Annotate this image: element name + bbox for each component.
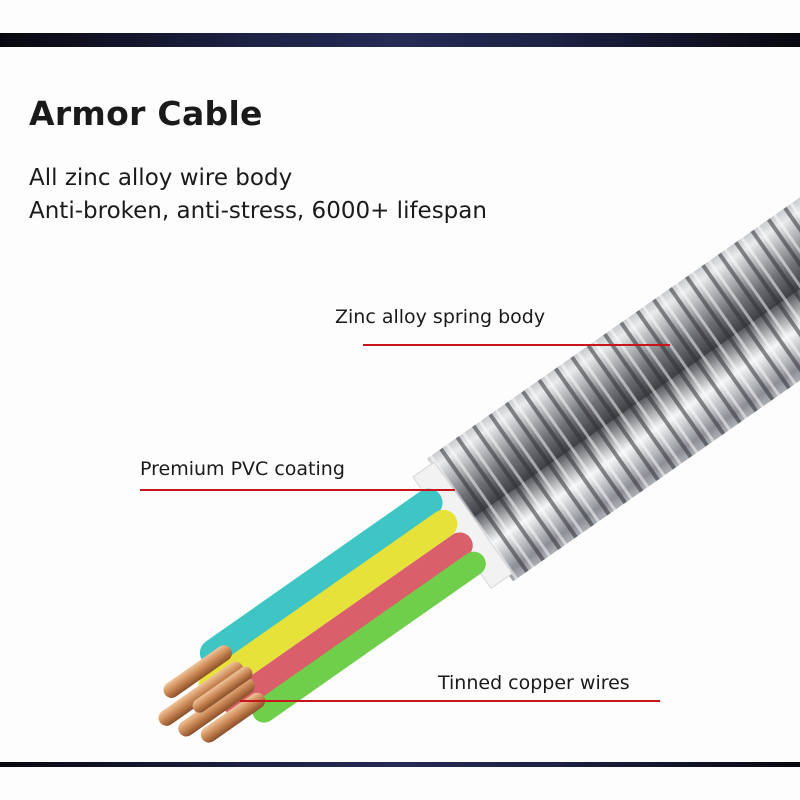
- zinc-spring-armor: [426, 183, 800, 582]
- inner-wires: [198, 488, 486, 723]
- top-divider-bar: [0, 33, 800, 47]
- callout-spring-label: Zinc alloy spring body: [335, 306, 546, 328]
- callout-copper-line: [240, 700, 660, 702]
- callout-spring-line: [363, 344, 670, 346]
- subtitle-line-2: Anti-broken, anti-stress, 6000+ lifespan: [29, 198, 487, 224]
- callout-pvc-label: Premium PVC coating: [140, 458, 345, 480]
- callout-copper-label: Tinned copper wires: [438, 672, 630, 694]
- callout-pvc-line: [140, 489, 455, 491]
- bottom-divider-bar: [0, 762, 800, 767]
- copper-strands: [158, 645, 266, 743]
- page-title: Armor Cable: [29, 94, 263, 133]
- subtitle-line-1: All zinc alloy wire body: [29, 165, 293, 191]
